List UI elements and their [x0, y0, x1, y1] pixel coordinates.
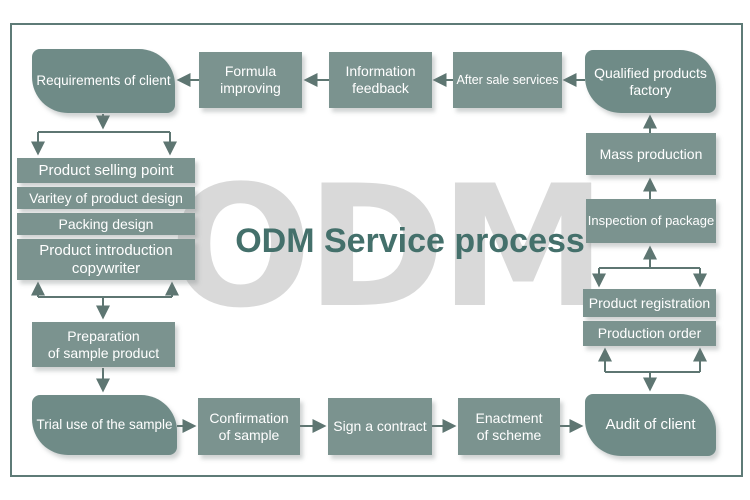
node-trial-use-of-the-sample: Trial use of the sample — [32, 395, 177, 455]
odm-watermark-text: ODM — [169, 149, 606, 345]
node-formula-improving: Formula improving — [199, 52, 302, 108]
diagram-title: ODM Service process — [235, 222, 585, 260]
node-mass-production: Mass production — [586, 133, 716, 175]
node-packing-design: Packing design — [17, 213, 195, 235]
node-confirmation-of-sample: Confirmation of sample — [198, 398, 300, 455]
node-after-sale-services: After sale services — [453, 52, 562, 108]
node-sign-a-contract: Sign a contract — [328, 398, 432, 455]
node-inspection-of-package: Inspection of package — [586, 199, 716, 243]
node-enactment-of-scheme: Enactment of scheme — [458, 398, 560, 455]
node-information-feedback: Information feedback — [329, 52, 432, 108]
node-qualified-products-factory: Qualified products factory — [585, 50, 716, 113]
node-product-selling-point: Product selling point — [17, 158, 195, 183]
node-product-registration: Product registration — [583, 289, 716, 317]
node-audit-of-client: Audit of client — [585, 394, 716, 456]
node-production-order: Production order — [583, 321, 716, 346]
node-product-introduction-copywriter: Product introduction copywriter — [17, 239, 195, 280]
node-variety-of-product-design: Varitey of product design — [17, 187, 195, 209]
node-requirements-of-client: Requirements of client — [32, 49, 175, 113]
diagram-border-frame — [10, 23, 743, 477]
node-preparation-of-sample-product: Preparation of sample product — [32, 322, 175, 367]
